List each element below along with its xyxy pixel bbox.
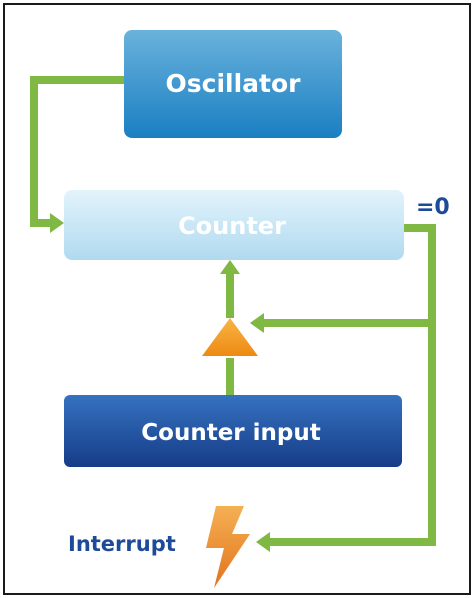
arrowheads	[50, 213, 270, 552]
counter-label: Counter	[178, 212, 286, 240]
counter-input-block	[64, 395, 402, 467]
amplifier-icon	[202, 318, 258, 356]
counter-input-label: Counter input	[141, 420, 320, 446]
wires	[30, 76, 436, 546]
arrow-into-interrupt	[256, 532, 270, 552]
oscillator-block	[124, 30, 342, 138]
zero-label: =0	[416, 195, 450, 220]
wire-oscillator-to-counter	[30, 76, 124, 227]
counter-block	[64, 190, 404, 260]
interrupt-label: Interrupt	[68, 532, 176, 556]
oscillator-label: Oscillator	[166, 69, 302, 98]
arrow-into-amplifier	[250, 313, 264, 333]
lightning-bolt-icon	[206, 506, 250, 588]
wire-counter-to-interrupt	[268, 224, 436, 546]
arrow-up-into-counter	[220, 260, 240, 274]
arrow-into-counter	[50, 213, 64, 233]
